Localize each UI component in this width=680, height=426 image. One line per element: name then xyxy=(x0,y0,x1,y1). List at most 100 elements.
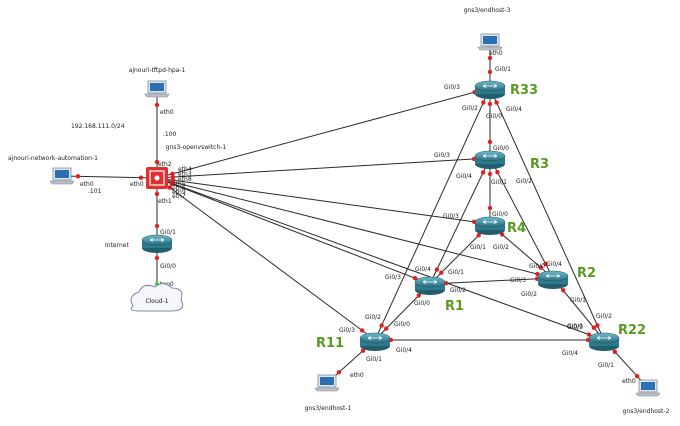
port-label: Gi0/2 xyxy=(596,313,612,320)
node-tftpd[interactable] xyxy=(144,80,170,98)
port-label: eth3 xyxy=(178,171,192,178)
node-name-tftpd: ajnouri-tftpd-hpa-1 xyxy=(129,67,186,74)
switch-frame xyxy=(149,170,165,186)
link-ovs-r4[interactable] xyxy=(156,177,491,225)
port-label: eth0 xyxy=(622,378,636,385)
node-name-cloud: Cloud-1 xyxy=(145,298,168,305)
router-label-r4: R4 xyxy=(507,221,526,236)
tftpd-ip-label: .100 xyxy=(163,131,177,138)
port-label: Gi0/2 xyxy=(493,244,509,251)
node-r22[interactable] xyxy=(588,332,620,351)
port-label: Gi0/2 xyxy=(450,287,466,294)
port-label: Gi0/2 xyxy=(462,105,478,112)
switch-core xyxy=(154,175,160,181)
node-internet[interactable] xyxy=(141,234,173,253)
port-dot xyxy=(591,325,597,330)
port-label: Gi0/0 xyxy=(486,113,502,120)
node-eh2[interactable] xyxy=(635,379,661,397)
port-label: eth9 xyxy=(172,189,186,196)
node-r3[interactable] xyxy=(474,150,506,169)
node-name-eh3: gns3/endhost-3 xyxy=(464,7,511,14)
node-r4[interactable] xyxy=(474,216,506,235)
port-label: eth5 xyxy=(172,181,186,188)
laptop-display xyxy=(641,382,655,390)
router-label-r22: R22 xyxy=(618,323,646,338)
node-r2[interactable] xyxy=(537,270,569,289)
node-r33[interactable] xyxy=(474,80,506,99)
port-label: eth0 xyxy=(489,50,503,57)
laptop-icon xyxy=(477,33,503,51)
port-dot xyxy=(495,169,500,175)
port-dot xyxy=(154,191,160,197)
port-label: Gi0/3 xyxy=(510,277,526,284)
router-label-r3: R3 xyxy=(530,157,549,172)
port-dot xyxy=(480,170,486,175)
node-netauto[interactable] xyxy=(49,167,75,185)
port-dot xyxy=(360,348,366,353)
port-label: Gi0/0 xyxy=(414,300,430,307)
nodes-layer: ajnouri-tftpd-hpa-1ajnouri-network-autom… xyxy=(8,7,670,415)
port-label: eth0 xyxy=(80,181,94,188)
port-label: Gi0/3 xyxy=(339,327,355,334)
node-eh3[interactable] xyxy=(477,33,503,51)
link-r2-r22[interactable] xyxy=(552,277,605,341)
port-label: Gi0/4 xyxy=(546,261,562,268)
node-r11[interactable] xyxy=(359,332,391,351)
port-label: Gi0/3 xyxy=(567,324,583,331)
port-dot xyxy=(416,293,421,298)
links-layer xyxy=(61,42,649,389)
port-dots-layer xyxy=(75,55,640,379)
port-dot xyxy=(538,265,544,270)
port-dot xyxy=(384,326,389,331)
port-label: Gi0/3 xyxy=(444,84,460,91)
port-label: eth6 xyxy=(172,185,186,192)
node-cloud[interactable] xyxy=(130,283,184,312)
port-dot xyxy=(154,255,160,261)
laptop-display xyxy=(320,377,334,385)
laptop-display xyxy=(150,83,164,91)
node-ovs[interactable] xyxy=(146,167,168,189)
port-dot xyxy=(595,323,600,328)
router-icon xyxy=(588,332,620,351)
link-ovs-r1[interactable] xyxy=(156,177,431,285)
port-label: eth2 xyxy=(158,161,172,168)
port-dot xyxy=(481,100,486,105)
port-dot xyxy=(487,69,493,75)
port-label: eth1 xyxy=(158,198,172,205)
port-dot xyxy=(494,100,499,105)
port-dot xyxy=(586,332,592,337)
link-r3-r2[interactable] xyxy=(489,157,554,279)
node-name-eh2: gns3/endhost-2 xyxy=(623,408,670,415)
openvswitch-icon xyxy=(146,167,168,189)
port-dot xyxy=(612,349,618,354)
link-ovs-r2[interactable] xyxy=(156,177,554,279)
port-dot xyxy=(359,328,365,333)
link-ovs-r3[interactable] xyxy=(156,157,491,179)
netauto-ip-label: .101 xyxy=(88,188,102,195)
port-dot xyxy=(167,185,173,190)
router-icon xyxy=(359,332,391,351)
router-arrows xyxy=(482,84,498,88)
port-label: eth4 xyxy=(178,166,192,173)
port-dot xyxy=(487,171,493,177)
node-name-eh1: gns3/endhost-1 xyxy=(305,405,352,412)
port-label: Gi0/1 xyxy=(470,244,486,251)
link-r33-r11[interactable] xyxy=(374,87,491,341)
link-ovs-r33[interactable] xyxy=(156,87,491,179)
link-r3-r1[interactable] xyxy=(429,157,491,285)
port-label: eth8 xyxy=(178,176,192,183)
port-dot xyxy=(75,174,81,179)
node-r1[interactable] xyxy=(414,276,446,295)
laptop-icon xyxy=(49,167,75,185)
laptop-icon xyxy=(144,80,170,98)
router-label-r1: R1 xyxy=(445,299,464,314)
link-r33-r22[interactable] xyxy=(489,87,605,341)
link-ovs-r22[interactable] xyxy=(156,177,605,341)
node-eh1[interactable] xyxy=(314,374,340,392)
link-ovs-r11[interactable] xyxy=(156,177,376,341)
port-dot xyxy=(379,323,384,328)
laptop-display xyxy=(55,170,69,178)
node-name-internet: Internet xyxy=(105,242,129,249)
link-r1-r2[interactable] xyxy=(429,277,554,285)
